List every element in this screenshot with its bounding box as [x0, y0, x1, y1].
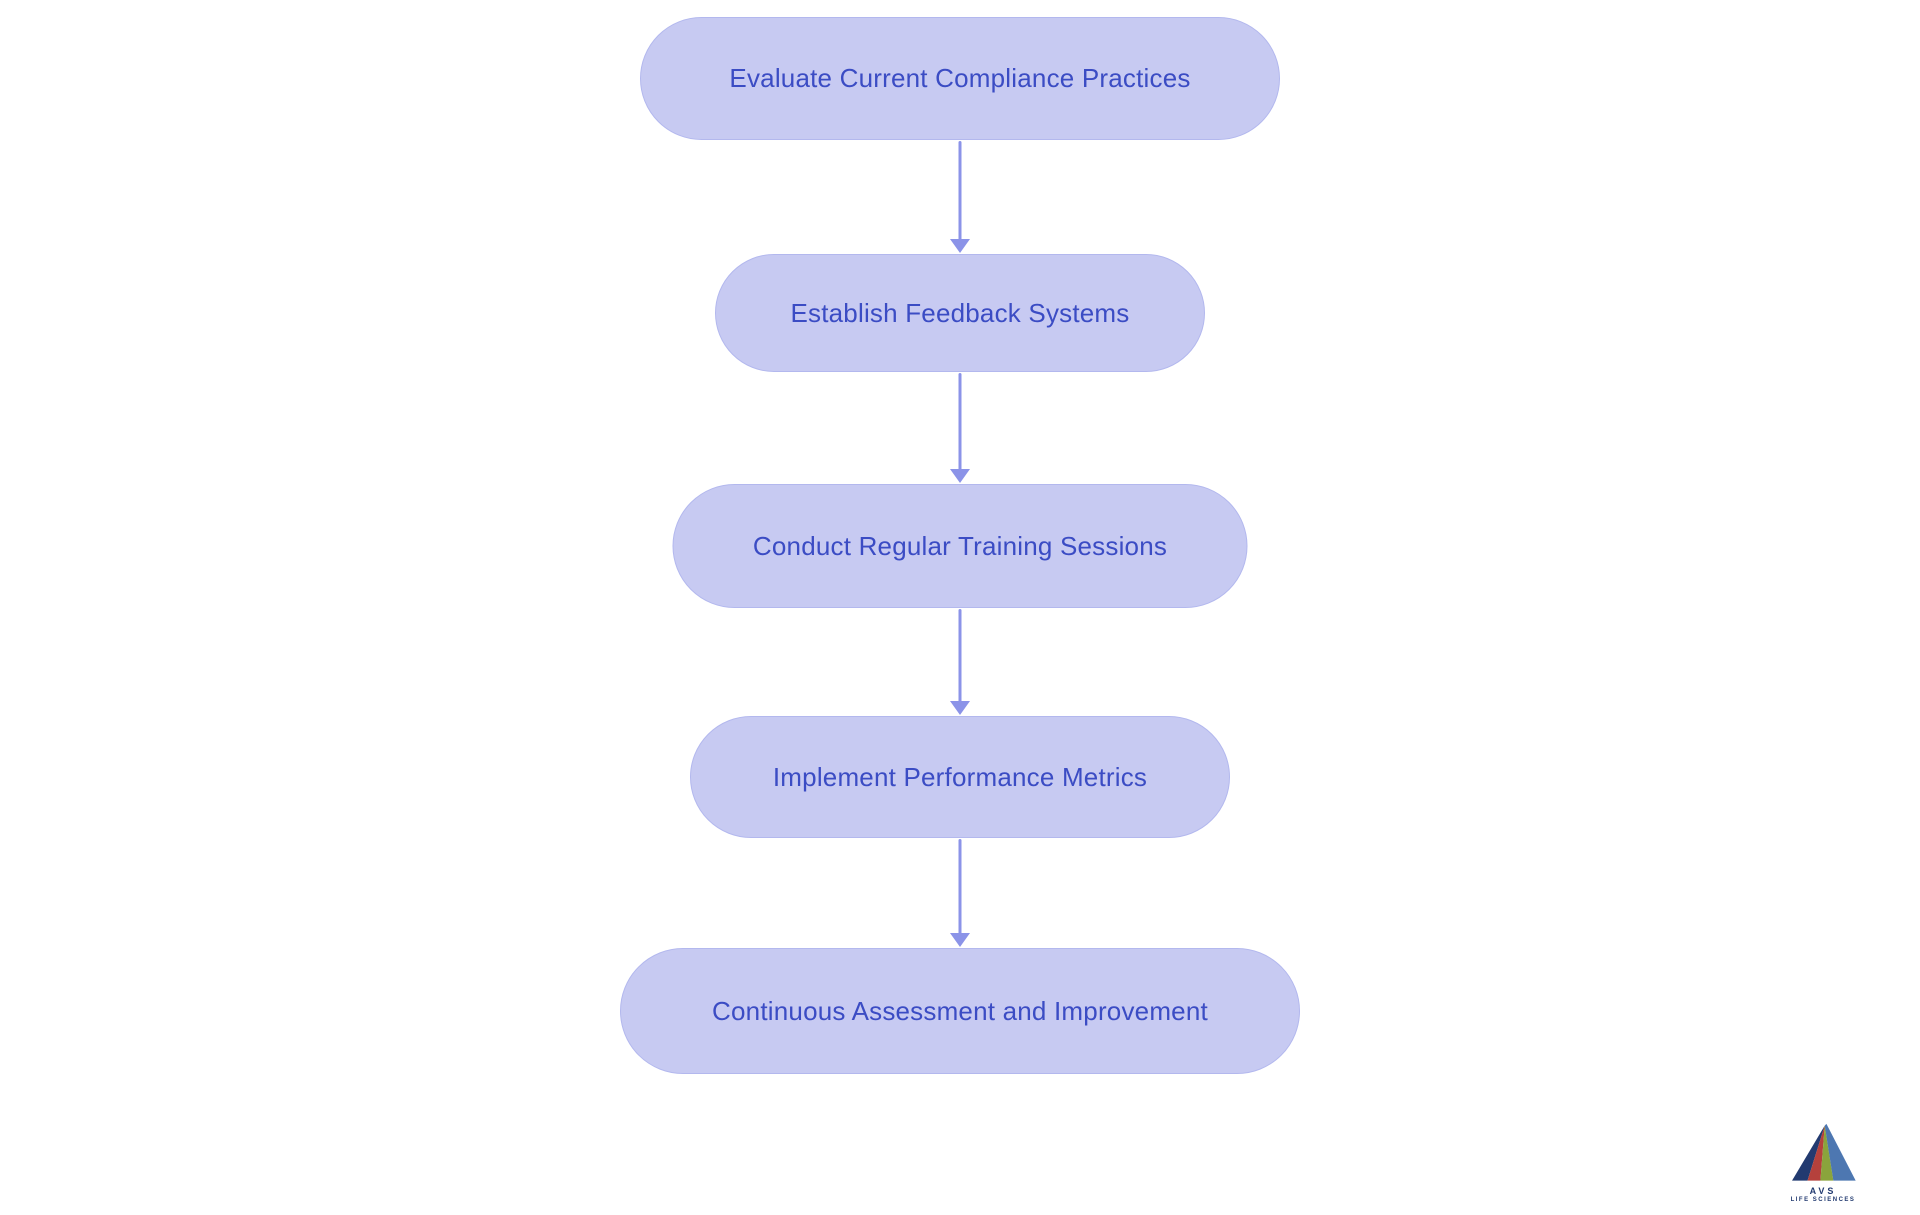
arrow-head-icon [950, 701, 970, 715]
flow-node-label: Evaluate Current Compliance Practices [729, 63, 1191, 93]
arrow-line [958, 373, 962, 472]
flow-node-evaluate-compliance: Evaluate Current Compliance Practices [640, 17, 1280, 140]
flow-arrow-3 [950, 609, 970, 715]
flow-arrow-2 [950, 373, 970, 483]
flow-node-label: Conduct Regular Training Sessions [752, 530, 1168, 561]
brand-tagline: LIFE SCIENCES [1790, 1197, 1856, 1203]
flow-node-training-sessions: Conduct Regular Training Sessions [672, 484, 1248, 608]
arrow-line [958, 839, 962, 936]
brand-triangle-icon [1792, 1123, 1856, 1181]
flow-node-feedback-systems: Establish Feedback Systems [715, 254, 1205, 372]
brand-logo: AVS LIFE SCIENCES [1768, 1122, 1878, 1204]
arrow-line [958, 141, 962, 242]
brand-name: AVS [1809, 1186, 1837, 1196]
flow-node-label: Continuous Assessment and Improvement [712, 995, 1208, 1026]
flow-arrow-4 [950, 839, 970, 947]
flow-arrow-1 [950, 141, 970, 253]
arrow-head-icon [950, 239, 970, 253]
flow-node-label: Establish Feedback Systems [790, 297, 1130, 328]
arrow-head-icon [950, 469, 970, 483]
arrow-head-icon [950, 933, 970, 947]
arrow-line [958, 609, 962, 704]
flow-node-performance-metrics: Implement Performance Metrics [690, 716, 1230, 838]
flow-node-continuous-assessment: Continuous Assessment and Improvement [620, 948, 1300, 1074]
flow-node-label: Implement Performance Metrics [772, 761, 1148, 792]
